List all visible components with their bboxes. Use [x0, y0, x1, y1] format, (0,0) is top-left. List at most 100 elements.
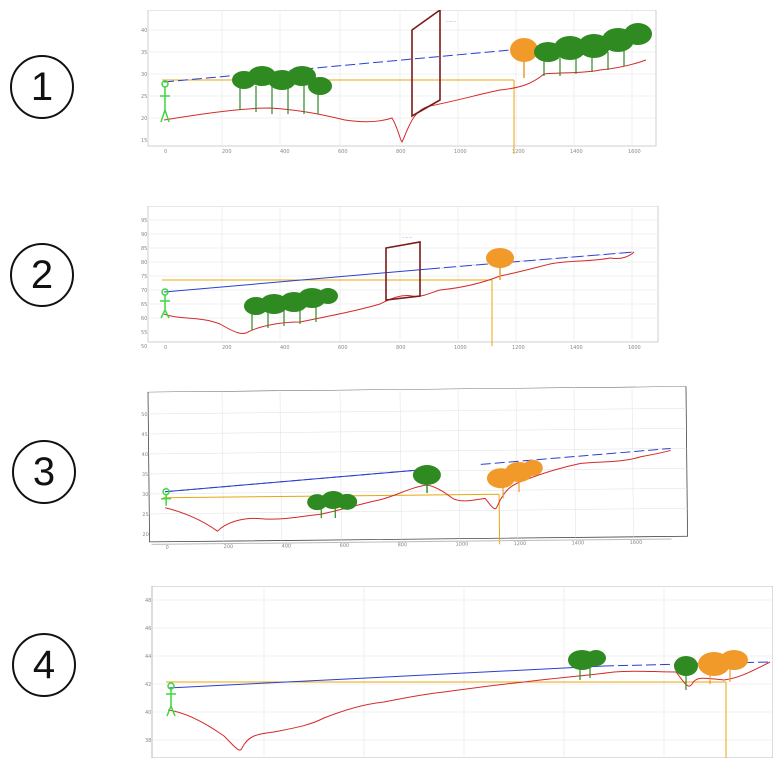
badge-2: 2 — [10, 243, 74, 307]
x-tick-label: 1200 — [514, 541, 527, 547]
terrain-profile-2 — [163, 251, 635, 335]
badge-2-label: 2 — [30, 252, 54, 297]
y-tick-label: 40 — [141, 28, 147, 34]
y-tick-label: 44 — [145, 654, 151, 660]
x-tick-label: 1600 — [630, 540, 643, 546]
x-tick-label: 600 — [338, 345, 348, 351]
observer-icon-2 — [160, 288, 170, 319]
y-tick-label: 50 — [141, 344, 147, 350]
x-tick-label: 200 — [222, 345, 232, 351]
y-ticks-1: 40353025201510 — [141, 28, 147, 144]
tree-green-3b — [412, 464, 441, 494]
building-1 — [411, 10, 441, 118]
building-2 — [385, 241, 421, 301]
y-tick-label: 85 — [141, 246, 147, 252]
observer-icon-3 — [161, 487, 172, 506]
y-tick-label: 30 — [142, 492, 148, 498]
badge-1-label: 1 — [30, 64, 54, 109]
grid-3 — [148, 386, 688, 542]
x-tick-label: 800 — [396, 345, 406, 351]
tree-cluster-green-3a — [307, 490, 358, 519]
x-tick-label: 1600 — [628, 149, 641, 155]
profile-panel-3: 0 200 400 600 800 1000 1200 1400 1600 50 45 40 35 30… — [140, 386, 690, 552]
x-ticks-2: 0 200 400 600 800 1000 1200 1400 1600 — [164, 345, 641, 351]
y-tick-label: 20 — [141, 116, 147, 122]
y-tick-label: 55 — [141, 330, 147, 336]
grid-1 — [148, 10, 656, 146]
y-tick-label: 70 — [141, 288, 147, 294]
tree-cluster-green-1b — [534, 23, 652, 76]
x-tick-label: 1400 — [570, 345, 583, 351]
sightline-4 — [167, 665, 605, 689]
y-tick-label: 20 — [142, 532, 148, 538]
x-tick-label: 1000 — [456, 542, 469, 548]
y-tick-label: 35 — [141, 50, 147, 56]
x-tick-label: 600 — [340, 543, 350, 549]
x-tick-label: 0 — [164, 345, 167, 351]
y-tick-label: 35 — [142, 472, 148, 478]
y-tick-label: 90 — [141, 232, 147, 238]
x-tick-label: 800 — [398, 542, 408, 548]
x-ticks-3: 0 200 400 600 800 1000 1200 1400 1600 — [166, 540, 643, 551]
grid-2 — [148, 206, 658, 342]
x-tick-label: 800 — [396, 149, 406, 155]
badge-4-label: 4 — [32, 642, 56, 687]
tree-cluster-green-1a — [232, 66, 332, 114]
y-tick-label: 38 — [145, 738, 151, 744]
badge-4: 4 — [12, 633, 76, 697]
y-tick-label: 40 — [142, 452, 148, 458]
y-ticks-3: 50 45 40 35 30 25 20 — [141, 412, 149, 538]
x-tick-label: 200 — [222, 149, 232, 155]
tree-orange-3 — [486, 459, 543, 499]
y-tick-label: 80 — [141, 260, 147, 266]
y-tick-label: 48 — [145, 598, 151, 604]
badge-3-label: 3 — [32, 449, 56, 494]
x-tick-label: 1200 — [512, 345, 525, 351]
tree-orange-1 — [510, 38, 538, 78]
x-tick-label: 1400 — [570, 149, 583, 155]
x-tick-label: 0 — [166, 545, 169, 551]
y-tick-label: 46 — [145, 626, 151, 632]
tree-orange-2 — [486, 248, 514, 280]
profile-chart-2: 0 200 400 600 800 1000 1200 1400 1600 95 90 85 80 75… — [141, 206, 659, 351]
y-tick-label: 25 — [141, 94, 147, 100]
observer-icon-4 — [166, 682, 176, 717]
tree-green-4a — [568, 650, 606, 680]
y-tick-label: 45 — [141, 432, 147, 438]
y-tick-label: 50 — [141, 412, 147, 418]
tree-cluster-green-2 — [244, 288, 338, 330]
x-tick-label: 1000 — [454, 149, 467, 155]
terrain-profile-4 — [167, 661, 771, 751]
x-tick-label: 200 — [224, 544, 234, 550]
y-tick-label: 60 — [141, 316, 147, 322]
tree-orange-4 — [698, 650, 748, 684]
x-tick-label: 0 — [164, 149, 167, 155]
x-tick-label: 1200 — [512, 149, 525, 155]
x-tick-label: 1600 — [628, 345, 641, 351]
y-tick-label: 75 — [141, 274, 147, 280]
y-tick-label: 15 — [141, 138, 147, 144]
building-label-1: ........ — [446, 18, 456, 23]
profile-panel-2: 0 200 400 600 800 1000 1200 1400 1600 95 90 85 80 75… — [140, 206, 660, 352]
y-tick-label: 42 — [145, 682, 151, 688]
x-tick-label: 400 — [280, 345, 290, 351]
tree-green-4b — [674, 656, 698, 690]
observer-icon-1 — [160, 80, 170, 123]
building-label-2: ........ — [402, 234, 412, 239]
profile-chart-3: 0 200 400 600 800 1000 1200 1400 1600 50 45 40 35 30… — [141, 386, 688, 551]
y-tick-label: 25 — [142, 512, 148, 518]
x-tick-label: 1400 — [572, 540, 585, 546]
y-ticks-2: 95 90 85 80 75 70 65 60 55 50 — [141, 218, 147, 350]
badge-3: 3 — [12, 440, 76, 504]
y-tick-label: 65 — [141, 302, 147, 308]
x-tick-label: 400 — [280, 149, 290, 155]
x-tick-label: 400 — [282, 543, 292, 549]
x-tick-label: 1000 — [454, 345, 467, 351]
y-tick-label: 95 — [141, 218, 147, 224]
